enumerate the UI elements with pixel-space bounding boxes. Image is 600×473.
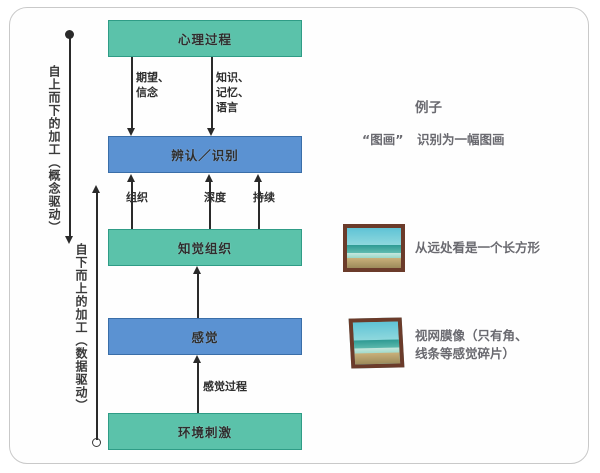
top-down-line [69, 38, 71, 238]
bottom-up-arrowhead [92, 185, 100, 193]
beach-photo-framed-bottom[interactable] [348, 317, 405, 369]
example-perception-text: 从远处看是一个长方形 [415, 240, 541, 255]
example-quoted-term: “图画” [362, 132, 404, 147]
box-recognition[interactable]: 辨认／识别 [108, 136, 302, 173]
connector-label-knowledge-memory-language: 知识、 记忆、 语言 [216, 71, 249, 114]
connector-label-depth: 深度 [204, 191, 226, 204]
connector-arrow-sensory-process [193, 355, 201, 363]
connector-label-sensory-process: 感觉过程 [203, 380, 247, 393]
connector-line-sensory-process [197, 362, 199, 413]
box-mental-process[interactable]: 心理过程 [108, 20, 302, 57]
box-perceptual-organization-label: 知觉组织 [177, 241, 232, 256]
connector-line-knowledge [211, 57, 213, 129]
top-down-start-dot [65, 30, 74, 39]
box-mental-process-label: 心理过程 [177, 32, 232, 47]
example-recognition-text: 识别为一幅图画 [417, 132, 505, 147]
connector-line-sensation-to-perception [197, 273, 199, 318]
connector-arrow-sensation-to-perception [193, 266, 201, 274]
connector-arrow-duration [254, 174, 262, 182]
box-sensation[interactable]: 感觉 [108, 318, 302, 355]
bottom-up-line [96, 192, 98, 440]
connector-arrow-knowledge [207, 128, 215, 136]
connector-line-organization [131, 181, 133, 229]
box-environmental-stimulus-label: 环境刺激 [177, 425, 232, 440]
box-perceptual-organization[interactable]: 知觉组织 [108, 229, 302, 266]
box-environmental-stimulus[interactable]: 环境刺激 [108, 413, 302, 450]
connector-label-organization: 组织 [126, 191, 148, 204]
photo-foam [347, 252, 401, 259]
connector-arrow-depth [205, 174, 213, 182]
connector-line-duration [258, 181, 260, 229]
connector-arrow-expectation [127, 128, 135, 136]
bottom-up-label: 自下而上的加工（数据驱动） [74, 243, 88, 412]
connector-line-expectation [131, 57, 133, 129]
photo-sky [352, 321, 399, 341]
examples-heading: 例子 [415, 100, 442, 116]
box-recognition-label: 辨认／识别 [171, 148, 239, 163]
beach-photo-framed-top[interactable] [343, 224, 405, 272]
top-down-label: 自上而下的加工（概念驱动） [47, 65, 61, 234]
photo-sky [347, 228, 401, 245]
connector-label-duration: 持续 [253, 191, 275, 204]
connector-line-depth [209, 181, 211, 229]
example-sensation-text: 视网膜像（只有角、 线条等感觉碎片） [415, 328, 528, 361]
photo-sand [354, 352, 401, 365]
connector-label-expectation-belief: 期望、 信念 [136, 71, 169, 99]
top-down-arrowhead [65, 236, 73, 244]
connector-arrow-organization [127, 174, 135, 182]
photo-sand [347, 257, 401, 268]
box-sensation-label: 感觉 [191, 330, 219, 345]
